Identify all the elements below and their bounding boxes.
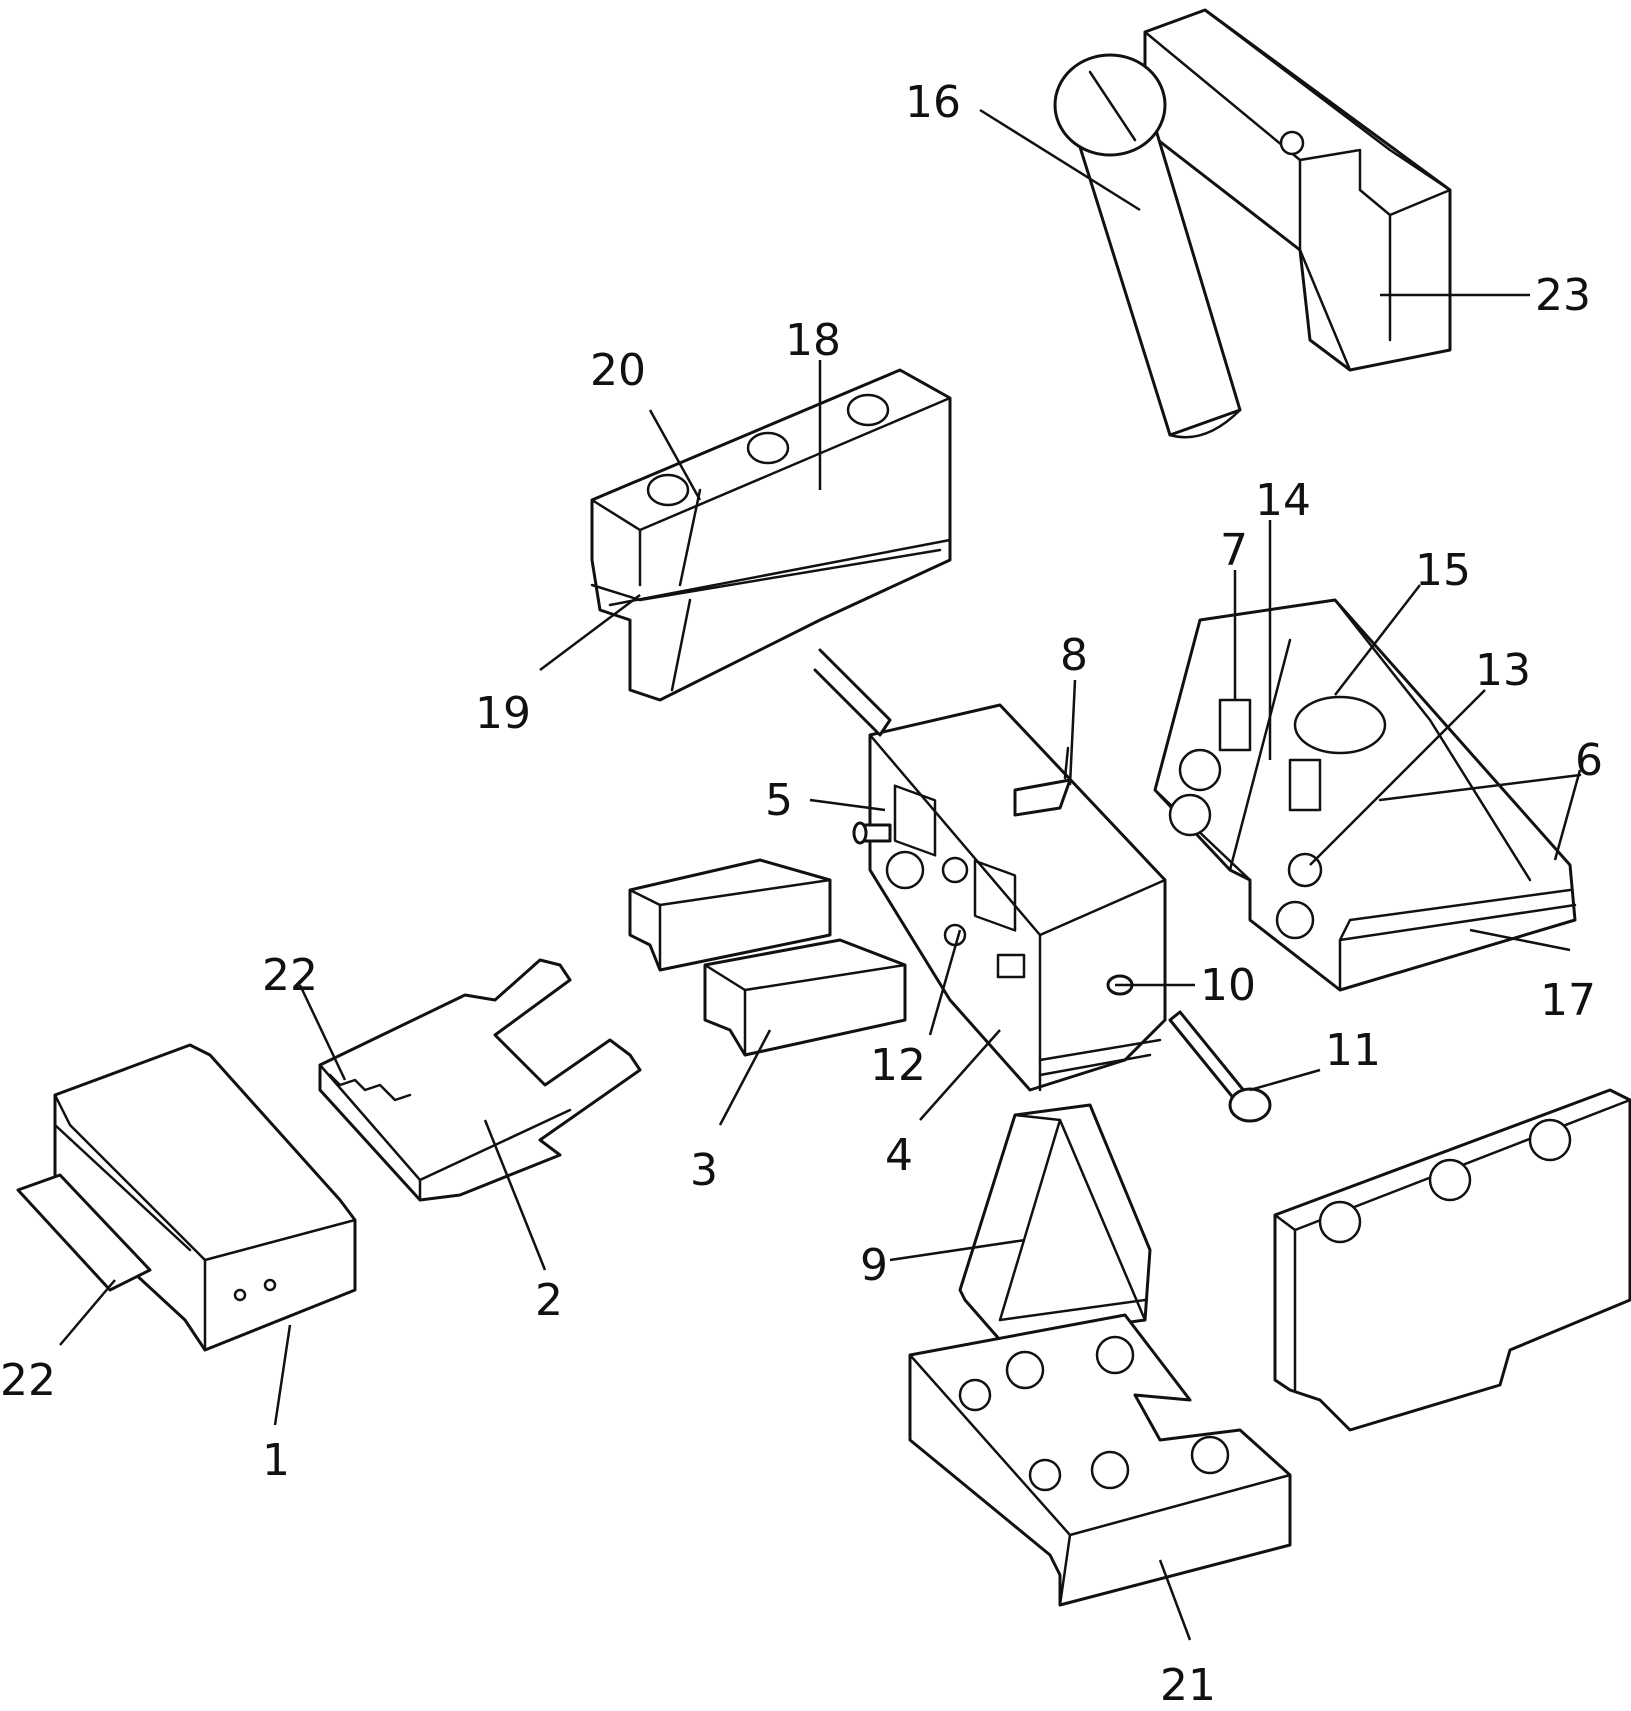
label-22-lower: 22	[0, 1355, 56, 1406]
label-10: 10	[1200, 960, 1256, 1011]
label-19: 19	[475, 688, 531, 739]
label-17: 17	[1540, 975, 1596, 1026]
part-21-plate	[910, 1315, 1290, 1605]
label-16: 16	[905, 77, 961, 128]
label-7: 7	[1220, 525, 1248, 576]
label-13: 13	[1475, 645, 1531, 696]
label-2: 2	[535, 1275, 563, 1326]
label-3: 3	[690, 1145, 718, 1196]
part-2-bracket	[320, 960, 640, 1200]
label-8: 8	[1060, 630, 1088, 681]
part-11-screw	[1170, 1012, 1270, 1121]
part-18-block	[592, 370, 950, 700]
label-21: 21	[1160, 1660, 1216, 1711]
part-5-pin	[854, 823, 890, 843]
label-18: 18	[785, 315, 841, 366]
label-23: 23	[1535, 270, 1591, 321]
label-1: 1	[262, 1435, 290, 1486]
plate-lower-right	[1275, 1090, 1630, 1430]
part-1-block	[18, 1045, 355, 1350]
label-20: 20	[590, 345, 646, 396]
label-6: 6	[1575, 735, 1603, 786]
label-14: 14	[1255, 475, 1311, 526]
label-15: 15	[1415, 545, 1471, 596]
label-22-upper: 22	[262, 950, 318, 1001]
label-12: 12	[870, 1040, 926, 1091]
label-9: 9	[860, 1240, 888, 1291]
label-11: 11	[1325, 1025, 1381, 1076]
part-9-bracket	[960, 1105, 1150, 1340]
label-5: 5	[765, 775, 793, 826]
label-4: 4	[885, 1130, 913, 1181]
part-3-blocks	[630, 860, 905, 1055]
